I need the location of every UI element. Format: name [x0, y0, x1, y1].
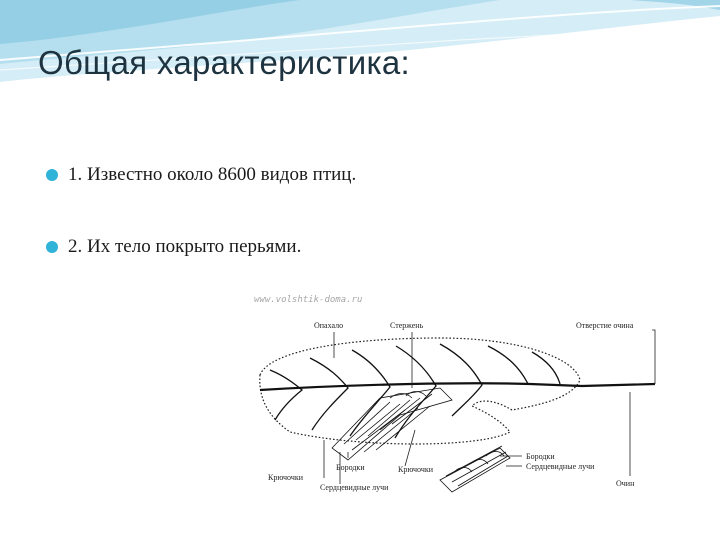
watermark-text: www.volshtik-doma.ru — [254, 295, 362, 305]
label-barbules-right: Сердцевидные лучи — [526, 462, 595, 471]
label-shaft: Стержень — [390, 321, 424, 330]
label-barbules-left: Сердцевидные лучи — [320, 483, 389, 492]
label-hooklets-mid: Крючочки — [398, 465, 434, 474]
feather-structure-figure: www.volshtik-doma.ru — [240, 280, 710, 510]
label-calamus-opening: Отверстие очина — [576, 321, 634, 330]
bullet-item-1: 1. Известно около 8600 видов птиц. — [46, 160, 706, 190]
label-calamus: Очин — [616, 479, 635, 488]
label-hooklets-left: Крючочки — [268, 473, 304, 482]
bullet-text-2: 2. Их тело покрыто перьями. — [68, 236, 302, 257]
bullet-list: 1. Известно около 8600 видов птиц. 2. Их… — [46, 160, 706, 262]
bullet-text-1: 1. Известно около 8600 видов птиц. — [68, 164, 357, 185]
feather-vane-outline — [259, 337, 581, 445]
feather-barbs — [269, 343, 561, 439]
label-barbs-right: Бородки — [526, 452, 555, 461]
bullet-dot-icon — [46, 241, 58, 253]
bullet-dot-icon — [46, 169, 58, 181]
feather-hook-detail — [439, 445, 511, 493]
feather-shaft — [259, 382, 656, 392]
label-barbs-mid: Бородки — [336, 463, 365, 472]
label-leader-lines — [323, 329, 656, 484]
label-vane: Опахало — [314, 321, 343, 330]
bullet-item-2: 2. Их тело покрыто перьями. — [46, 232, 706, 262]
feather-diagram: www.volshtik-doma.ru — [254, 295, 656, 493]
slide-title: Общая характеристика: — [38, 44, 411, 81]
header-decoration — [0, 0, 720, 82]
feather-barbule-detail — [331, 387, 453, 461]
